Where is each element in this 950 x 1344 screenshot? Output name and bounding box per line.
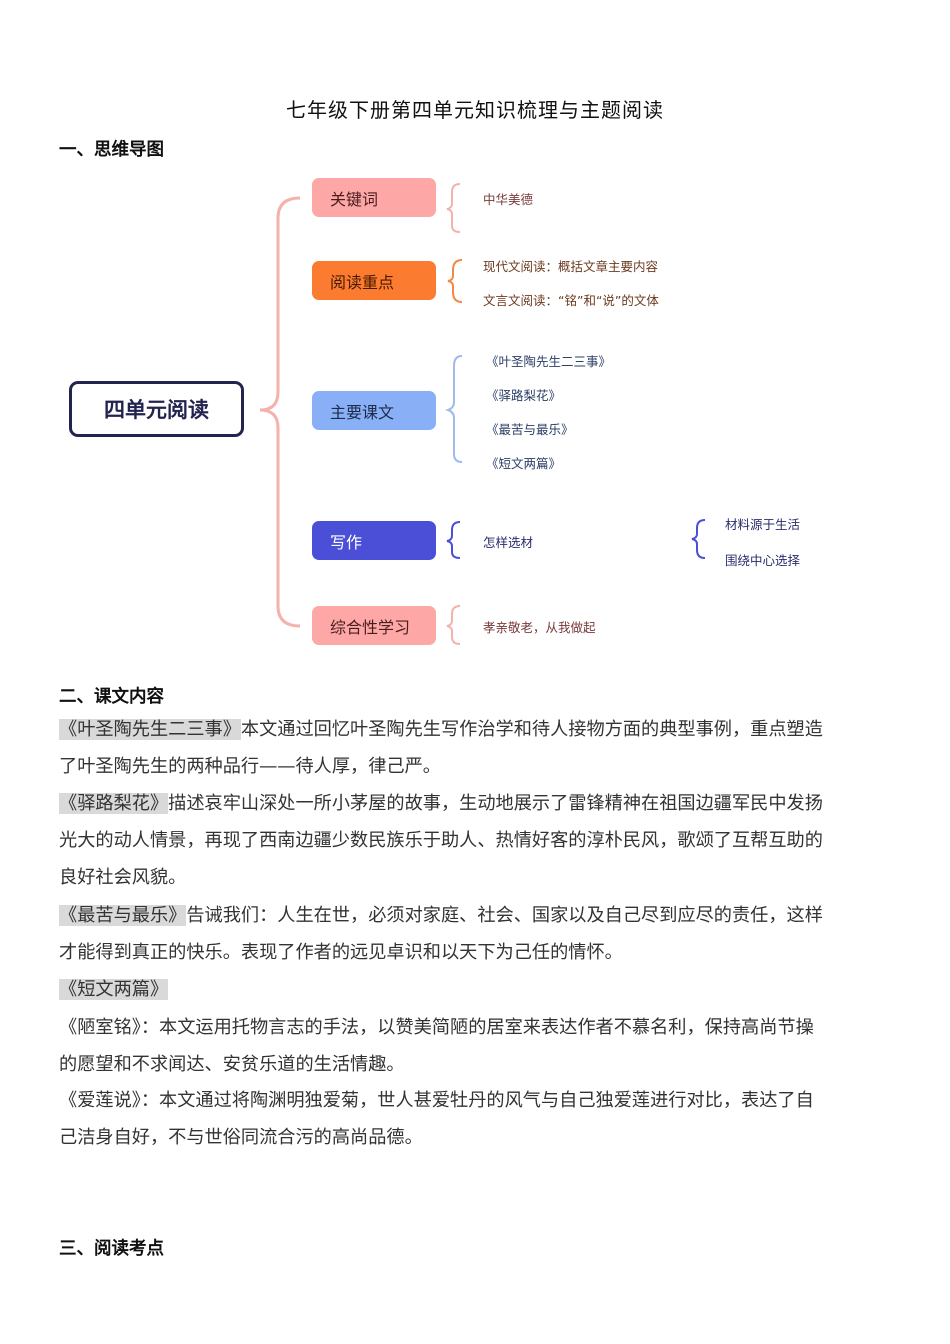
- branch-reading-focus: 阅读重点: [312, 261, 436, 300]
- leaf-reading-focus-0: 现代文阅读：概括文章主要内容: [483, 259, 659, 274]
- subleaf-writing-1: 围绕中心选择: [725, 553, 801, 568]
- text-title-highlight: 《短文两篇》: [59, 979, 169, 1000]
- paragraph-loushiming: 《陋室铭》：本文运用托物言志的手法，以赞美简陋的居室来表达作者不慕名利，保持高尚…: [59, 1009, 891, 1083]
- leaf-main-texts-2: 《最苦与最乐》: [486, 422, 574, 437]
- paragraph-line: 己洁身自好，不与世俗同流合污的高尚品德。: [59, 1127, 423, 1148]
- text-title-highlight: 《最苦与最乐》: [59, 905, 187, 926]
- branch-main-texts: 主要课文: [312, 391, 436, 430]
- paragraph-ailianshuo: 《爱莲说》：本文通过将陶渊明独爱菊，世人甚爱牡丹的风气与自己独爱莲进行对比，表达…: [59, 1082, 891, 1156]
- leaf-writing-0: 怎样选材: [483, 535, 534, 550]
- leaf-comprehensive-study-0: 孝亲敬老，从我做起: [483, 620, 596, 635]
- paragraph-line: 的愿望和不求闻达、安贫乐道的生活情趣。: [59, 1054, 405, 1075]
- leaf-reading-focus-1: 文言文阅读：“铭”和“说”的文体: [483, 293, 659, 308]
- leaf-main-texts-0: 《叶圣陶先生二三事》: [486, 354, 612, 369]
- paragraph-line: 了叶圣陶先生的两种品行——待人厚，律己严。: [59, 756, 441, 777]
- text-title-highlight: 《驿路梨花》: [59, 793, 169, 814]
- branch-keywords: 关键词: [312, 178, 436, 217]
- leaf-main-texts-1: 《驿路梨花》: [486, 388, 562, 403]
- mind-map-connectors: [259, 183, 706, 645]
- text-title-highlight: 《叶圣陶先生二三事》: [59, 719, 241, 740]
- mindmap-root-node: 四单元阅读: [69, 381, 244, 437]
- branch-comprehensive-study: 综合性学习: [312, 606, 436, 645]
- paragraph-line: 描述哀牢山深处一所小茅屋的故事，生动地展示了雷锋精神在祖国边疆军民中发扬: [168, 793, 823, 814]
- paragraph-line: 良好社会风貌。: [59, 867, 187, 888]
- section-heading-reading-points: 三、阅读考点: [59, 1239, 164, 1259]
- paragraph-duanwen-liangpian: 《短文两篇》: [59, 971, 891, 1008]
- branch-writing: 写作: [312, 521, 436, 560]
- leaf-keywords-0: 中华美德: [483, 192, 534, 207]
- paragraph-line: 光大的动人情景，再现了西南边疆少数民族乐于助人、热情好客的淳朴民风，歌颂了互帮互…: [59, 830, 823, 851]
- mind-map: 四单元阅读 关键词 中华美德 阅读重点 现代文阅读：概括文章主要内容 文言文阅读…: [0, 170, 950, 660]
- document-title: 七年级下册第四单元知识梳理与主题阅读: [286, 98, 664, 122]
- paragraph-yilu-lihua: 《驿路梨花》描述哀牢山深处一所小茅屋的故事，生动地展示了雷锋精神在祖国边疆军民中…: [59, 785, 891, 896]
- paragraph-line: 本文通过回忆叶圣陶先生写作治学和待人接物方面的典型事例，重点塑造: [240, 719, 823, 740]
- paragraph-line: 《陋室铭》：本文运用托物言志的手法，以赞美简陋的居室来表达作者不慕名利，保持高尚…: [59, 1017, 814, 1038]
- paragraph-line: 《爱莲说》：本文通过将陶渊明独爱菊，世人甚爱牡丹的风气与自己独爱莲进行对比，表达…: [59, 1090, 814, 1111]
- leaf-main-texts-3: 《短文两篇》: [486, 456, 562, 471]
- section-heading-mindmap: 一、思维导图: [59, 140, 164, 160]
- paragraph-ye-shengtao: 《叶圣陶先生二三事》本文通过回忆叶圣陶先生写作治学和待人接物方面的典型事例，重点…: [59, 711, 891, 785]
- subleaf-writing-0: 材料源于生活: [725, 517, 801, 532]
- section-heading-texts: 二、课文内容: [59, 687, 164, 707]
- paragraph-line: 告诫我们：人生在世，必须对家庭、社会、国家以及自己尽到应尽的责任，这样: [186, 905, 823, 926]
- paragraph-zuiku-yu-zuile: 《最苦与最乐》告诫我们：人生在世，必须对家庭、社会、国家以及自己尽到应尽的责任，…: [59, 897, 891, 971]
- paragraph-line: 才能得到真正的快乐。表现了作者的远见卓识和以天下为己任的情怀。: [59, 942, 623, 963]
